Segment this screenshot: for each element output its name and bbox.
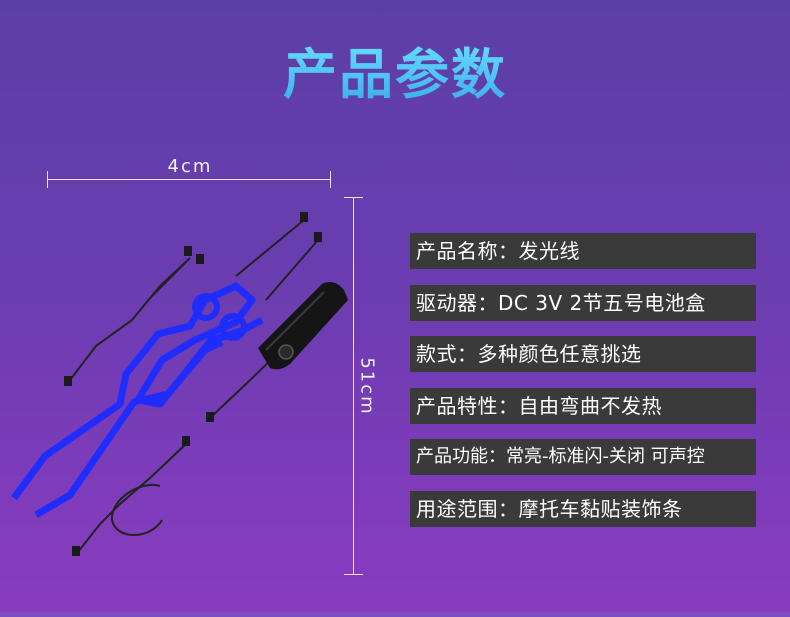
lead-wires	[69, 219, 319, 553]
page-title: 产品参数	[0, 30, 790, 109]
el-wire-strip	[11, 282, 264, 519]
spec-functions: 产品功能：常亮-标准闪-关闭 可声控	[410, 439, 756, 475]
width-dimension-label: 4cm	[167, 156, 213, 177]
spec-product-name: 产品名称：发光线	[410, 233, 756, 269]
spec-list: 产品名称：发光线 驱动器：DC 3V 2节五号电池盒 款式：多种颜色任意挑选 产…	[410, 233, 756, 542]
el-wire-ring-1	[192, 293, 220, 321]
el-wire-product-image	[11, 212, 348, 556]
length-dimension-line	[344, 197, 363, 575]
spec-usage: 用途范围：摩托车黏贴装饰条	[410, 490, 756, 527]
spec-features: 产品特性：自由弯曲不发热	[410, 387, 756, 424]
el-wire-ring-2	[219, 313, 247, 341]
connector-plugs	[64, 212, 322, 556]
spec-driver: 驱动器：DC 3V 2节五号电池盒	[410, 284, 756, 321]
spec-style: 款式：多种颜色任意挑选	[410, 336, 756, 372]
battery-box	[258, 282, 348, 370]
width-dimension-line	[47, 171, 331, 188]
bottom-bar	[0, 612, 790, 617]
